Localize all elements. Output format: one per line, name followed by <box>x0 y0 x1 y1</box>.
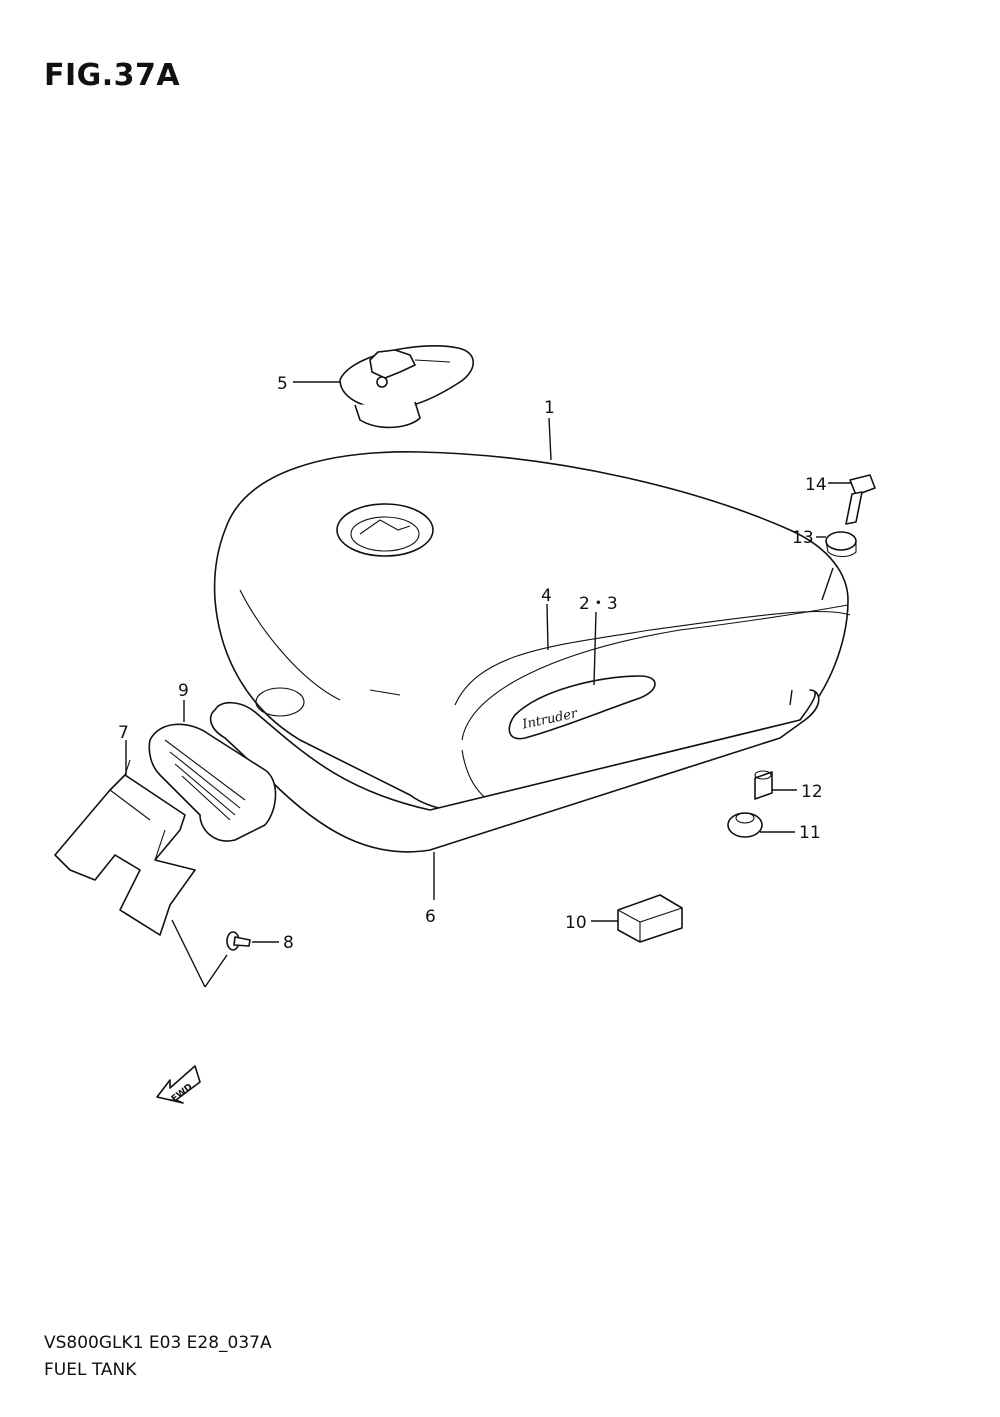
callout-2-3: 2・3 <box>579 594 618 614</box>
callout-4: 4 <box>541 586 552 606</box>
cushion-nut[interactable] <box>727 812 763 838</box>
cushion[interactable] <box>148 723 277 842</box>
bracket[interactable] <box>54 759 196 936</box>
screw[interactable] <box>226 931 251 951</box>
callout-6: 6 <box>425 907 436 927</box>
callout-7: 7 <box>118 723 129 743</box>
leader-lines <box>125 381 852 988</box>
diagram-name: FUEL TANK <box>44 1360 137 1380</box>
filler-opening <box>336 503 434 557</box>
collar[interactable] <box>754 770 773 800</box>
cushion-washer[interactable] <box>825 531 857 558</box>
model-code: VS800GLK1 E03 E28_037A <box>44 1333 272 1353</box>
figure-title: FIG.37A <box>44 58 181 93</box>
callout-13: 13 <box>792 528 814 548</box>
callout-12: 12 <box>801 782 823 802</box>
callout-11: 11 <box>799 823 821 843</box>
fuel-cap[interactable] <box>339 345 475 429</box>
callout-10: 10 <box>565 913 587 933</box>
tank-emblem[interactable]: Intruder <box>508 675 656 740</box>
trim-strip[interactable] <box>209 687 820 853</box>
callout-8: 8 <box>283 933 294 953</box>
callout-5: 5 <box>277 374 288 394</box>
callout-14: 14 <box>805 475 827 495</box>
fwd-arrow: FWD <box>156 1065 201 1104</box>
callout-9: 9 <box>178 681 189 701</box>
callout-1: 1 <box>544 398 555 418</box>
bolt[interactable] <box>845 474 876 525</box>
pad[interactable] <box>617 894 683 943</box>
